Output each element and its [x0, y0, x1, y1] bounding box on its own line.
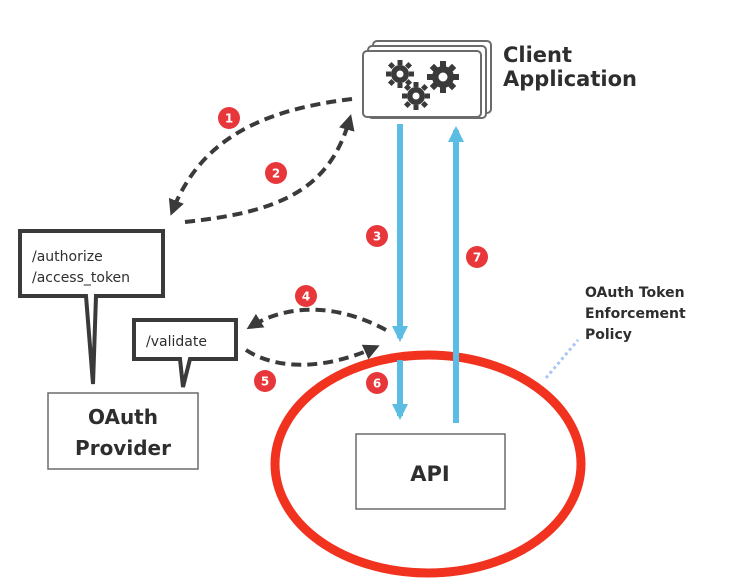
policy-line2: Enforcement	[585, 306, 686, 322]
policy-pointer-line	[544, 339, 580, 379]
oauth-provider-line2: Provider	[75, 436, 171, 460]
arrow-step-5	[244, 344, 380, 367]
client-title-line2: Application	[503, 67, 637, 91]
policy-line3: Policy	[585, 327, 632, 343]
gears-icon	[386, 60, 459, 110]
access-token-endpoint: /access_token	[32, 270, 130, 286]
step-badge-7: 7	[466, 246, 488, 268]
client-title-line1: Client	[503, 43, 572, 67]
api-label: API	[410, 462, 449, 486]
authorize-callout: /authorize /access_token	[18, 229, 165, 385]
arrow-step-1	[168, 97, 353, 216]
step-badge-2: 2	[265, 162, 287, 184]
step-badge-3-label: 3	[373, 230, 381, 244]
validate-callout: /validate	[132, 318, 238, 388]
policy-line1: OAuth Token	[585, 285, 685, 301]
arrow-step-4	[246, 307, 387, 332]
client-application-icon	[362, 40, 492, 119]
oauth-provider-line1: OAuth	[88, 405, 158, 429]
policy-ellipse	[270, 350, 586, 578]
step-badge-3: 3	[366, 225, 388, 247]
step-badge-1: 1	[218, 107, 240, 129]
authorize-endpoint: /authorize	[32, 249, 103, 265]
step-badge-6: 6	[366, 372, 388, 394]
step-badge-4: 4	[295, 285, 317, 307]
api-box: API	[355, 433, 506, 510]
step-badge-1-label: 1	[225, 112, 233, 126]
step-badge-6-label: 6	[373, 377, 381, 391]
validate-endpoint: /validate	[146, 334, 207, 350]
step-badge-7-label: 7	[473, 251, 481, 265]
arrow-step-2	[184, 114, 355, 224]
step-badge-4-label: 4	[302, 290, 310, 304]
oauth-provider-box: OAuth Provider	[47, 392, 199, 470]
step-badge-5-label: 5	[261, 375, 269, 389]
step-badge-2-label: 2	[272, 167, 280, 181]
step-badge-5: 5	[254, 370, 276, 392]
